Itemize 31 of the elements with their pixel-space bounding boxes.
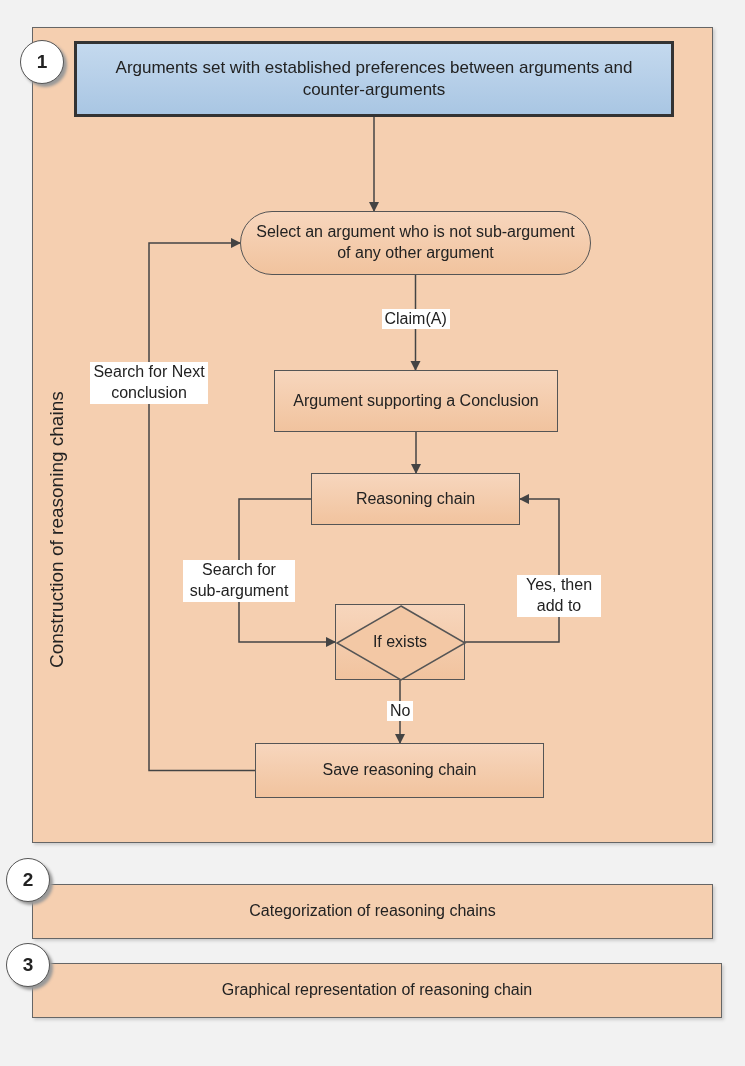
arrow bbox=[368, 116, 380, 213]
process-box bbox=[255, 743, 544, 798]
node-text: Select an argument who is not sub-argument of any other argument bbox=[255, 222, 576, 263]
node-text: Argument supporting a Conclusion bbox=[293, 390, 539, 411]
node-text: Reasoning chain bbox=[355, 488, 476, 509]
node-text: Categorization of reasoning chains bbox=[249, 901, 496, 922]
panel-box bbox=[32, 27, 713, 843]
edge-label: Search for Next conclusion bbox=[90, 362, 208, 404]
arrow bbox=[148, 237, 256, 772]
step-number: 2 bbox=[22, 867, 34, 892]
node-text: If exists bbox=[372, 631, 428, 652]
edge-label: No bbox=[387, 700, 414, 722]
step-number-circle bbox=[20, 40, 64, 84]
step-number: 1 bbox=[36, 49, 48, 74]
edge-label: Search for sub-argument bbox=[183, 560, 295, 602]
node-text: Graphical representation of reasoning chain bbox=[221, 980, 533, 1001]
node-text: Arguments set with established preferences between arguments and counter-arguments bbox=[114, 56, 634, 101]
node-text: Save reasoning chain bbox=[322, 760, 477, 781]
edge-label: Yes, then add to bbox=[517, 575, 601, 617]
step-number-circle bbox=[6, 858, 50, 902]
step-number: 3 bbox=[22, 952, 34, 977]
process-box bbox=[274, 370, 558, 432]
vertical-label: Construction of reasoning chains bbox=[45, 391, 68, 668]
input-box bbox=[74, 41, 674, 117]
panel-box bbox=[32, 963, 722, 1018]
edge-label: Claim(A) bbox=[381, 308, 450, 330]
process-box bbox=[311, 473, 520, 525]
decision-diamond bbox=[335, 604, 465, 680]
panel-box bbox=[32, 884, 713, 939]
step-number-circle bbox=[6, 943, 50, 987]
arrow bbox=[410, 431, 422, 475]
